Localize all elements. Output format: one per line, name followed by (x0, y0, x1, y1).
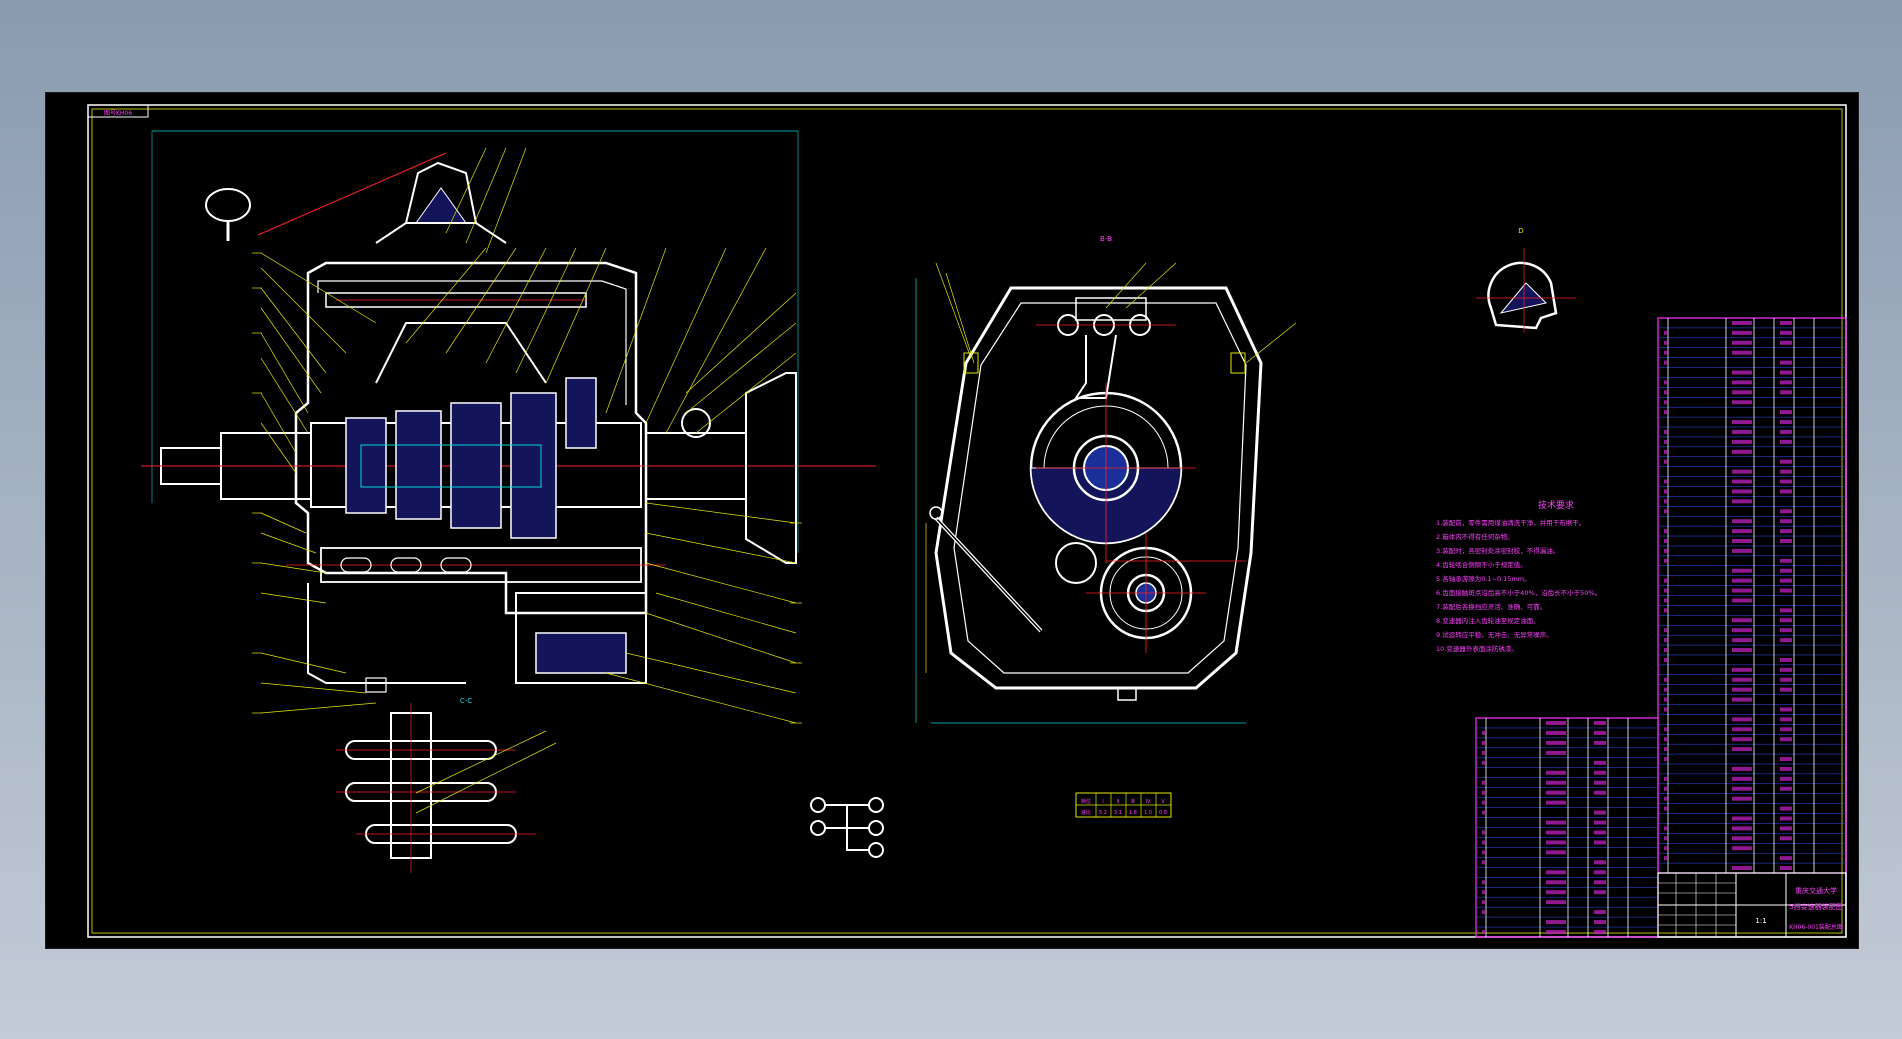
title-drawing: 5挡变速器装配图 (1789, 902, 1842, 911)
title-school: 重庆交通大学 (1795, 886, 1837, 895)
gear-table-h4: Ⅳ (1146, 799, 1151, 805)
tech-req-line-9: 9.试运转应平稳，无冲击、无异常噪声。 (1436, 630, 1553, 639)
inner-frame (91, 108, 1843, 934)
title-scale: 1:1 (1755, 917, 1766, 925)
gear-table-h0: 档位 (1081, 798, 1091, 805)
balloon-ticks (252, 252, 802, 724)
tech-req-line-4: 4.齿轮啮合侧隙不小于规定值。 (1436, 560, 1527, 569)
gear-table-v4: 1.0 (1144, 810, 1152, 816)
gear-table-v1: 5.2 (1099, 810, 1107, 816)
stamp-box (87, 104, 149, 118)
tech-req-line-3: 3.装配时，各密封处涂密封胶，不得漏油。 (1436, 546, 1559, 555)
gear-table-h1: Ⅰ (1102, 799, 1103, 805)
parts-list-right (1657, 317, 1847, 874)
gear-ratio-table: 档位 Ⅰ Ⅱ Ⅲ Ⅳ Ⅴ 速比 5.2 3.1 1.8 1.0 0.8 (1075, 792, 1172, 818)
tech-req-line-7: 7.装配后各换挡应灵活、准确、可靠。 (1436, 602, 1546, 611)
title-drawing-no: KH06-001装配总图 (1789, 923, 1843, 931)
title-block: 重庆交通大学 5挡变速器装配图 KH06-001装配总图 1:1 (1657, 872, 1847, 938)
tech-req-line-10: 10.变速器外表面涂防锈漆。 (1436, 644, 1518, 653)
gear-table-v3: 1.8 (1129, 810, 1137, 816)
gear-table-v0: 速比 (1081, 809, 1091, 816)
gear-table-v2: 3.1 (1114, 810, 1122, 816)
side-section-view: B-B (915, 235, 1297, 724)
section-label-shaft: C-C (460, 697, 472, 705)
drawing-sheet: 图号KH06 (45, 92, 1859, 949)
gear-table-v5: 0.8 (1159, 810, 1167, 816)
tech-req-line-2: 2.箱体内不得有任何杂物。 (1436, 532, 1514, 541)
gear-table-h3: Ⅲ (1131, 799, 1134, 805)
tech-req-line-1: 1.装配前，零件需用煤油清洗干净，并用干布擦干。 (1436, 518, 1585, 527)
cad-drawing: 图号KH06 (87, 104, 1847, 938)
tech-req-line-5: 5.各轴承游隙为0.1~0.15mm。 (1436, 574, 1531, 583)
tech-req-line-6: 6.齿面接触斑点沿齿高不小于40%，沿齿长不小于50%。 (1436, 588, 1601, 597)
tech-req-line-8: 8.变速器内注入齿轮油至规定油面。 (1436, 616, 1540, 625)
detail-view: D (1476, 227, 1576, 333)
section-label-detail: D (1518, 227, 1523, 235)
gear-table-h5: Ⅴ (1161, 799, 1165, 805)
section-label-side: B-B (1100, 235, 1112, 243)
technical-requirements: 技术要求 1.装配前，零件需用煤油清洗干净，并用干布擦干。 2.箱体内不得有任何… (1436, 499, 1601, 653)
main-section-view: C-C (141, 130, 876, 724)
shift-pattern (810, 797, 884, 858)
shaft-detail-view (336, 703, 557, 873)
gear-table-h2: Ⅱ (1117, 799, 1119, 805)
parts-list-left (1475, 717, 1659, 938)
stamp-text: 图号KH06 (104, 110, 132, 117)
tech-req-title: 技术要求 (1538, 499, 1574, 511)
